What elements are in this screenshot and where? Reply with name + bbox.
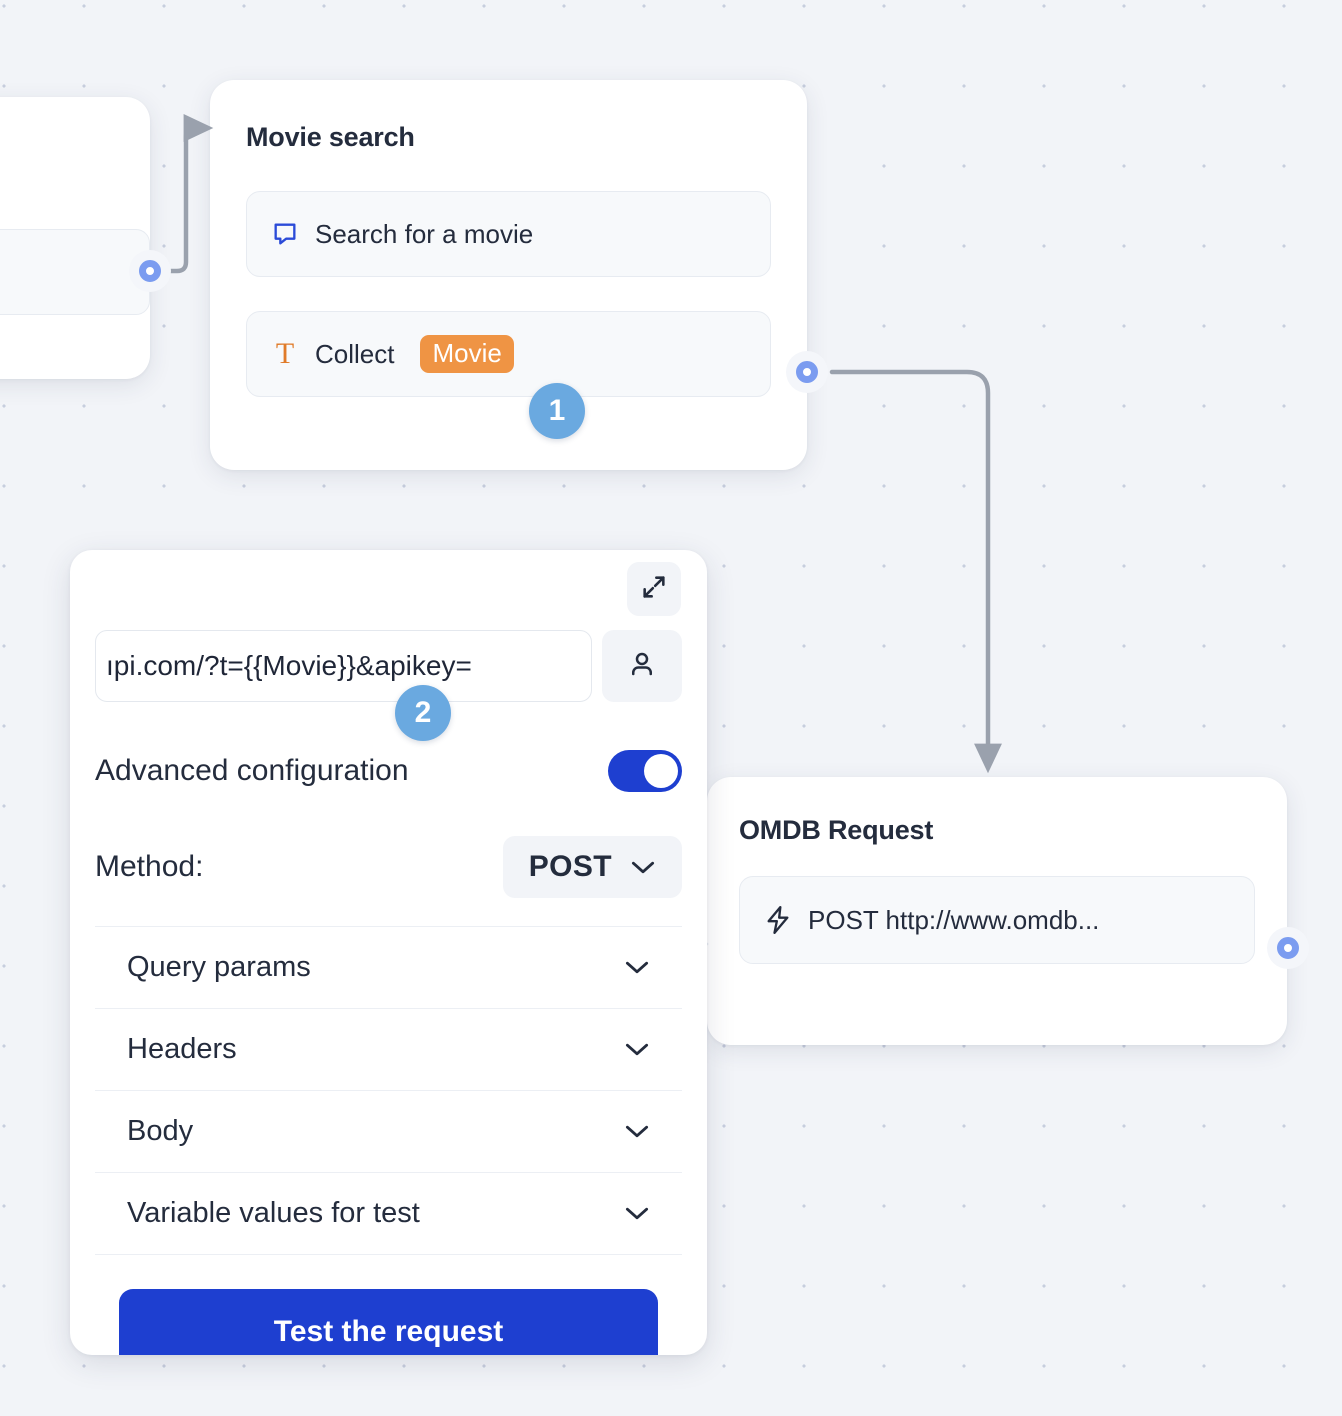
accordion-body[interactable]: Body — [95, 1091, 682, 1173]
person-icon — [627, 649, 657, 684]
chevron-down-icon — [630, 860, 656, 875]
method-row: Method: POST — [95, 836, 682, 927]
chevron-down-icon — [624, 1206, 650, 1221]
node-partial-left[interactable] — [0, 97, 150, 379]
node-row-label: POST http://www.omdb... — [808, 904, 1100, 935]
request-config-panel[interactable]: Advanced configuration Method: POST Quer… — [70, 550, 707, 1355]
accordion-variable-values-for-test[interactable]: Variable values for test — [95, 1173, 682, 1255]
test-the-request-button[interactable]: Test the request — [119, 1289, 658, 1355]
node-row-label: Collect — [315, 338, 395, 369]
expand-panel-button[interactable] — [627, 562, 681, 616]
accordion-query-params[interactable]: Query params — [95, 927, 682, 1009]
handle-movie-search-output[interactable] — [786, 351, 828, 393]
accordion-label: Query params — [127, 951, 311, 983]
advanced-configuration-toggle[interactable] — [608, 750, 682, 792]
variable-chip-movie[interactable]: Movie — [420, 335, 514, 373]
chevron-down-icon — [624, 1124, 650, 1139]
select-account-button[interactable] — [602, 630, 682, 702]
node-movie-search[interactable]: Movie search Search for a movie T Collec… — [210, 80, 807, 470]
chevron-down-icon — [624, 1042, 650, 1057]
method-value: POST — [528, 850, 612, 883]
edge-movie-to-omdb — [829, 369, 1002, 774]
advanced-configuration-label: Advanced configuration — [95, 754, 409, 787]
node-movie-search-title: Movie search — [246, 122, 415, 152]
node-row-post-omdb[interactable]: POST http://www.omdb... — [739, 876, 1255, 964]
chevron-down-icon — [624, 960, 650, 975]
node-row-collect-movie[interactable]: T Collect Movie — [246, 311, 771, 397]
node-row-label: Search for a movie — [315, 218, 534, 249]
handle-left-node-output[interactable] — [129, 250, 171, 292]
accordion-label: Headers — [127, 1033, 237, 1065]
advanced-configuration-row: Advanced configuration — [95, 750, 682, 792]
method-label: Method: — [95, 850, 204, 883]
method-select[interactable]: POST — [502, 836, 682, 898]
url-row[interactable] — [95, 630, 682, 702]
text-variable-icon: T — [275, 337, 295, 370]
accordion-label: Variable values for test — [127, 1197, 420, 1229]
expand-diagonal-icon — [640, 573, 668, 606]
edge-left-to-movie — [167, 114, 214, 274]
node-partial-left-row[interactable] — [0, 229, 150, 315]
step-badge-1: 1 — [529, 383, 585, 439]
lightning-bolt-icon — [764, 904, 792, 936]
accordion-label: Body — [127, 1115, 194, 1147]
node-row-search-for-a-movie[interactable]: Search for a movie — [246, 191, 771, 277]
request-url-input[interactable] — [95, 630, 592, 702]
node-omdb-request[interactable]: OMDB Request POST http://www.omdb... — [689, 777, 1287, 1045]
accordion-headers[interactable]: Headers — [95, 1009, 682, 1091]
chat-bubble-icon — [271, 220, 299, 248]
node-omdb-request-title: OMDB Request — [739, 815, 934, 845]
step-badge-2: 2 — [395, 685, 451, 741]
handle-omdb-request-output[interactable] — [1267, 927, 1309, 969]
